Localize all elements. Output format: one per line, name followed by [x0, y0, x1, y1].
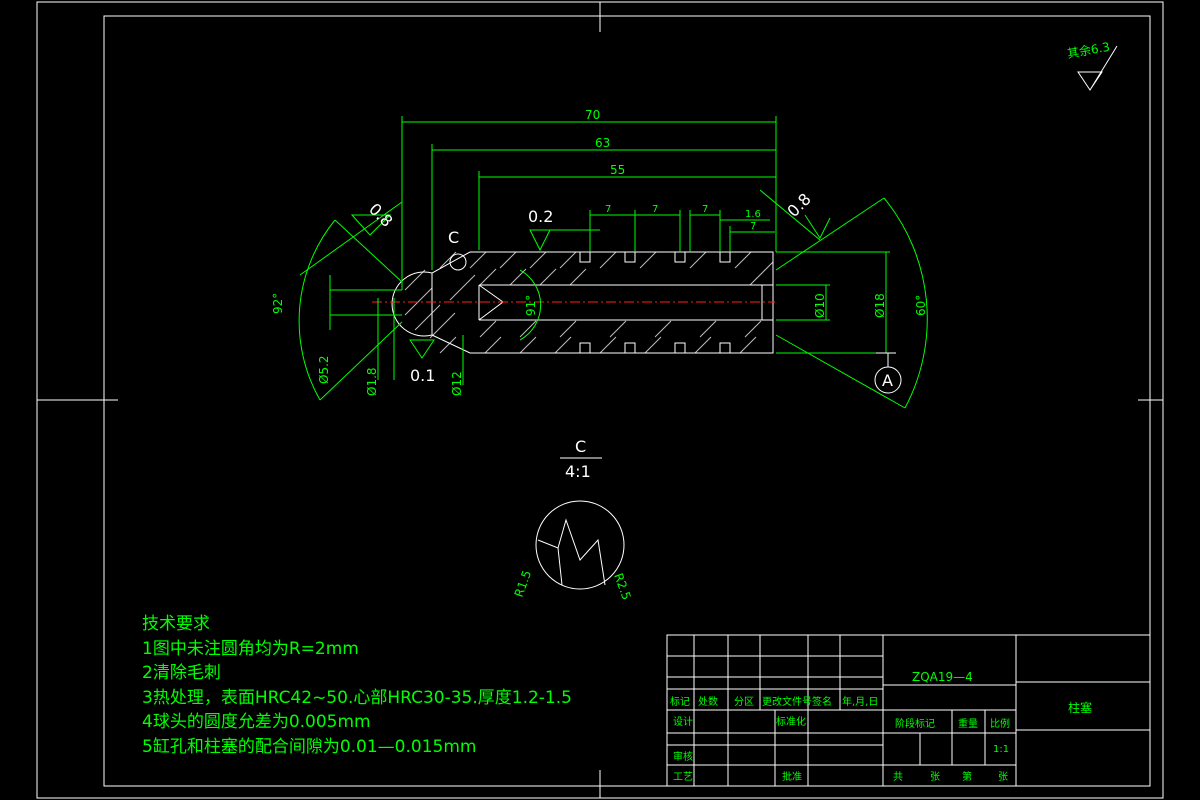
dim-55: 55 — [610, 163, 625, 177]
tb-stage: 阶段标记 — [895, 717, 935, 730]
dim-angle-91: 91° — [524, 295, 538, 316]
tb-design: 设计 — [673, 715, 693, 728]
rough-0-1: 0.1 — [410, 366, 435, 385]
detail-c-circle — [449, 253, 467, 271]
tb-date: 年,月,日 — [842, 695, 878, 708]
surface-finish-note: 其余6.3 — [1066, 39, 1111, 61]
dim-dia-12: Ø12 — [450, 371, 464, 396]
dim-angle-60: 60° — [914, 295, 928, 316]
datum-a-circle — [874, 366, 902, 394]
tb-sheet: 张 — [998, 771, 1008, 783]
tb-mark: 标记 — [670, 696, 690, 708]
dim-7a: 7 — [605, 204, 611, 215]
surface-finish-symbol — [1077, 45, 1118, 91]
note-item: 2清除毛刺 — [142, 663, 221, 683]
tb-std: 标准化 — [776, 715, 806, 728]
tb-scale: 比例 — [990, 717, 1010, 730]
detail-r1-5: R1.5 — [512, 568, 535, 599]
tb-review: 审核 — [673, 750, 693, 763]
detail-view-label: C — [575, 437, 586, 456]
tb-count: 处数 — [698, 695, 718, 708]
note-item: 4球头的圆度允差为0.005mm — [142, 712, 371, 732]
detail-r2-5: R2.5 — [611, 571, 634, 602]
rough-0-8-left: 0.8 — [365, 199, 396, 230]
title-block — [666, 634, 1151, 787]
notes-heading: 技术要求 — [142, 614, 210, 634]
tb-total: 共 — [893, 771, 903, 783]
rough-0-8-right: 0.8 — [783, 189, 814, 220]
dim-7b: 7 — [652, 204, 658, 215]
dim-70: 70 — [585, 108, 600, 122]
dim-63: 63 — [595, 136, 610, 150]
tb-sheets: 张 — [930, 771, 940, 783]
tb-scale-value: 1:1 — [993, 744, 1009, 755]
dim-1-6: 1.6 — [745, 209, 761, 220]
tb-sign: 签名 — [812, 695, 832, 708]
dim-dia-5-2: Ø5.2 — [317, 355, 331, 384]
tb-process: 工艺 — [673, 771, 693, 783]
rough-0-2: 0.2 — [528, 207, 553, 226]
detail-c-label: C — [448, 228, 459, 247]
note-item: 3热处理，表面HRC42~50.心部HRC30-35.厚度1.2-1.5 — [142, 687, 572, 708]
detail-view-scale: 4:1 — [565, 462, 591, 481]
roughness-symbols — [350, 214, 831, 359]
dim-7d: 7 — [750, 221, 756, 232]
tb-no: 第 — [962, 770, 972, 783]
note-item: 1图中未注圆角均为R=2mm — [142, 638, 359, 659]
inner-border — [103, 15, 1151, 787]
detail-view-groove — [537, 518, 606, 586]
tb-docno: 更改文件号 — [762, 695, 812, 708]
technical-requirements: 技术要求 1图中未注圆角均为R=2mm 2清除毛刺 3热处理，表面HRC42~5… — [142, 612, 572, 759]
detail-view-circle — [535, 500, 625, 590]
dim-dia-1-8: Ø1.8 — [365, 367, 379, 396]
dim-angle-92: 92° — [271, 293, 285, 314]
tb-zone: 分区 — [734, 696, 754, 708]
dimension-lines — [298, 116, 928, 409]
note-item: 5缸孔和柱塞的配合间隙为0.01—0.015mm — [142, 736, 477, 757]
part-name: 柱塞 — [1068, 700, 1092, 715]
datum-a-label: A — [882, 371, 893, 390]
dim-dia-18: Ø18 — [873, 293, 887, 318]
dim-7c: 7 — [702, 204, 708, 215]
dim-dia-10: Ø10 — [813, 293, 827, 318]
plunger-section — [391, 251, 774, 354]
tb-weight: 重量 — [958, 717, 978, 730]
drawing-number: ZQA19—4 — [912, 670, 973, 684]
tb-approve: 批准 — [782, 770, 802, 783]
